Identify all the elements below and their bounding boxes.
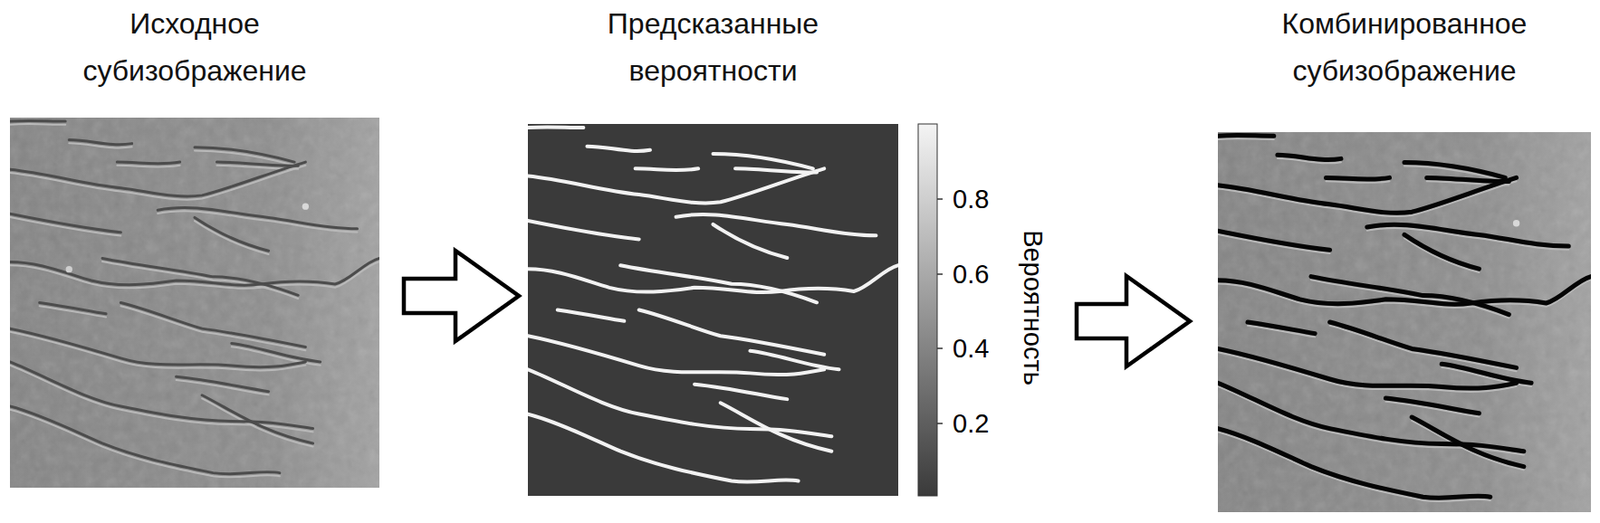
tick — [937, 273, 943, 276]
tick — [937, 422, 943, 425]
tick-label: 0.6 — [952, 261, 989, 288]
tick-label: 0.8 — [952, 186, 989, 213]
crack-probability — [527, 126, 899, 482]
surface — [1217, 132, 1591, 513]
block-arrow — [403, 250, 519, 342]
block-arrow — [1076, 276, 1190, 367]
grain — [1217, 132, 1591, 513]
colorbar-ramp — [918, 124, 938, 497]
colorbar — [914, 120, 948, 501]
grain — [9, 117, 380, 489]
combined-image — [1217, 132, 1591, 513]
image-panel: Комбинированное субизображение — [1217, 0, 1591, 513]
crack-overlay — [1217, 134, 1591, 499]
crack-shadow — [9, 120, 380, 474]
particle — [302, 202, 309, 210]
panel-heading: Комбинированное субизображение — [1250, 0, 1559, 95]
surface — [9, 117, 380, 489]
tick-label: 0.2 — [952, 411, 989, 438]
particle — [66, 266, 73, 273]
tick — [937, 198, 943, 201]
source-image — [9, 117, 380, 489]
map-ground — [527, 124, 899, 497]
crack-highlight — [9, 124, 380, 478]
image-panel: Исходное субизображение — [9, 0, 380, 489]
probability-map — [527, 124, 899, 497]
panel-heading-block: Комбинированное субизображение — [1217, 0, 1591, 95]
panel-heading: Предсказанные вероятности — [559, 0, 868, 95]
panel-heading: Исходное субизображение — [40, 0, 349, 95]
panel-heading-block: Предсказанные вероятности — [527, 0, 899, 95]
tick-label: 0.4 — [952, 335, 989, 363]
tick — [937, 347, 943, 350]
axis-label: Вероятность — [1019, 229, 1046, 386]
panel-heading-block: Исходное субизображение — [9, 0, 380, 95]
particle — [1513, 220, 1520, 228]
